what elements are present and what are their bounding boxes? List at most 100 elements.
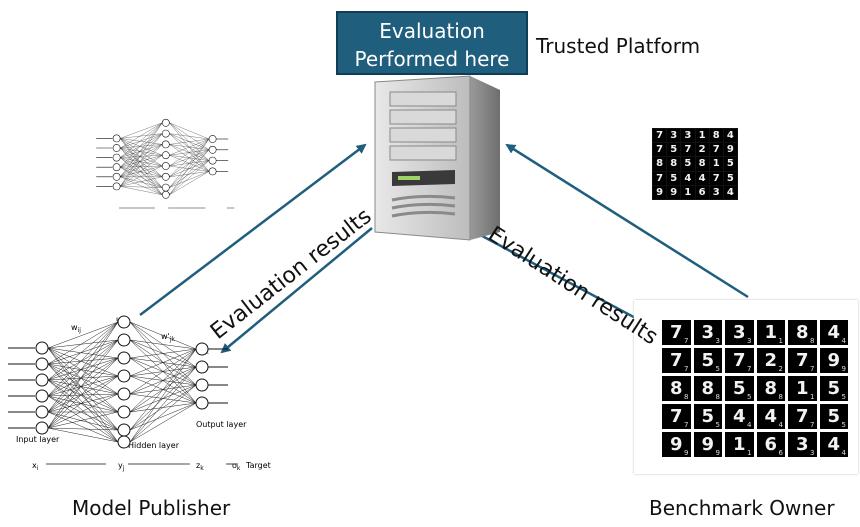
input-node — [35, 357, 49, 371]
hidden-node — [117, 423, 131, 437]
input-node — [35, 421, 49, 435]
hidden-node — [161, 118, 170, 127]
hidden-layer-label: Hidden layer — [128, 441, 180, 450]
digit-label: 9 — [684, 449, 689, 457]
digit-label: 4 — [841, 337, 846, 345]
digit-label: 5 — [747, 393, 752, 401]
digit-cell: 7 — [653, 129, 667, 143]
digit-cell: 9 — [667, 185, 681, 199]
output-node — [208, 145, 217, 154]
output-layer-label: Output layer — [196, 420, 247, 429]
input-node — [35, 389, 49, 403]
output-node — [195, 342, 209, 356]
hidden-node — [117, 405, 131, 419]
digit-label: 1 — [747, 449, 752, 457]
z-k-label: zk — [196, 461, 204, 472]
digit-cell: 5 — [681, 157, 695, 171]
target-label: Target — [245, 461, 271, 470]
hidden-node — [117, 351, 131, 365]
digit-cell: 4 — [681, 171, 695, 185]
x-i-label: xi — [32, 461, 39, 472]
output-node — [195, 378, 209, 392]
output-node — [195, 396, 209, 410]
input-node — [112, 182, 121, 191]
digit-cell: 5 — [667, 171, 681, 185]
w-ij-label: wij — [71, 323, 81, 334]
digit-cell: 1 — [681, 185, 695, 199]
digit-label: 2 — [778, 365, 783, 373]
evaluation-box: Evaluation Performed here — [336, 11, 528, 75]
input-node — [112, 163, 121, 172]
digit-cell: 3 — [681, 129, 695, 143]
input-node — [112, 144, 121, 152]
input-node — [112, 172, 121, 181]
digit-label: 7 — [684, 421, 689, 429]
input-layer-label: Input layer — [16, 435, 60, 444]
server-icon — [374, 75, 500, 241]
hidden-node — [117, 369, 131, 383]
trusted-platform-label: Trusted Platform — [536, 34, 701, 58]
arrow-publisher-to-platform — [139, 143, 367, 316]
hidden-node — [117, 315, 131, 329]
digit-label: 8 — [715, 393, 720, 401]
digit-cell: 8 — [653, 157, 667, 171]
digit-cell: 3 — [709, 185, 723, 199]
digit-cell: 5 — [723, 171, 737, 185]
digit-label: 9 — [841, 365, 846, 373]
digit-cell: 7 — [709, 171, 723, 185]
hidden-node — [161, 183, 170, 192]
hidden-node — [161, 162, 170, 170]
digit-cell: 3 — [667, 129, 681, 143]
digit-label: 4 — [747, 421, 752, 429]
digit-cell: 2 — [695, 143, 709, 157]
digit-label: 8 — [810, 337, 815, 345]
digit-cell: 9 — [723, 143, 737, 157]
model-publisher-label: Model Publisher — [72, 496, 231, 520]
arrow-platform-to-publisher — [220, 227, 373, 354]
digit-label: 1 — [810, 393, 815, 401]
digit-label: 1 — [778, 337, 783, 345]
digit-cell: 5 — [723, 157, 737, 171]
digit-label: 4 — [778, 421, 783, 429]
large-network-diagram: wij uj w'jk u'k Input layer Hidden layer… — [8, 315, 271, 472]
o-k-label: ok — [232, 461, 241, 472]
y-j-label: yj — [118, 461, 125, 472]
digit-label: 7 — [810, 365, 815, 373]
hidden-node — [117, 435, 131, 449]
input-node — [35, 341, 49, 355]
evaluation-box-line1: Evaluation — [379, 19, 485, 43]
digit-cell: 4 — [723, 185, 737, 199]
digit-label: 6 — [778, 449, 783, 457]
digit-cell: 7 — [709, 143, 723, 157]
digit-cell: 9 — [653, 185, 667, 199]
digit-label: 5 — [841, 421, 846, 429]
digit-label: 9 — [715, 449, 720, 457]
digit-cell: 4 — [723, 129, 737, 143]
hidden-node — [161, 151, 170, 160]
digit-label: 8 — [684, 393, 689, 401]
digit-cell: 8 — [709, 129, 723, 143]
digit-cell: 1 — [709, 157, 723, 171]
